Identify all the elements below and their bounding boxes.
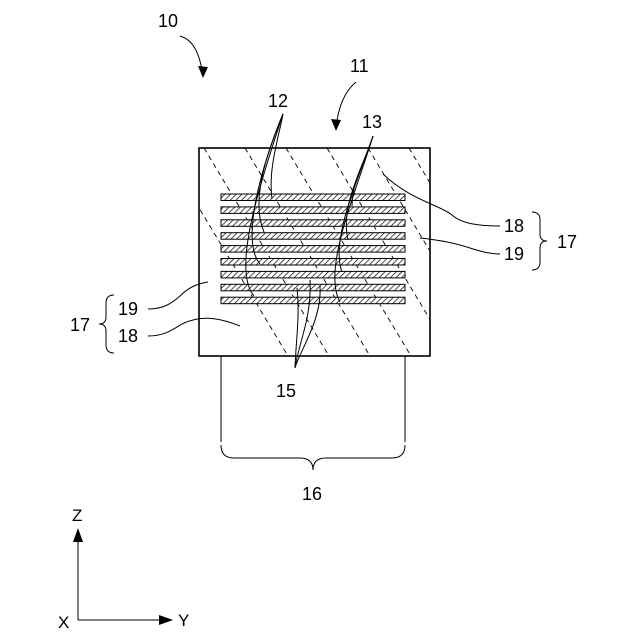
label-width: 16 (302, 484, 322, 504)
leader-lines-12 (246, 114, 283, 296)
leader-lines-15 (295, 280, 320, 368)
z-axis-arrowhead (73, 528, 83, 542)
leader-19-right (420, 238, 500, 254)
device-leader-arrow (180, 36, 203, 76)
leader-18-left (148, 318, 240, 336)
label-gaps: 15 (276, 381, 296, 401)
electrode-strip (221, 297, 405, 304)
label-second-electrodes: 13 (362, 112, 382, 132)
label-17-left: 17 (70, 315, 90, 335)
electrode-strip (221, 194, 405, 201)
label-19-right: 19 (504, 244, 524, 264)
electrode-strip (221, 207, 405, 214)
width-brace (221, 445, 405, 470)
brace-17-right (532, 212, 547, 270)
label-17-right: 17 (557, 232, 577, 252)
element-arrowhead (331, 119, 341, 131)
label-device: 10 (158, 11, 178, 31)
y-axis-arrowhead (159, 615, 173, 625)
axis-label-y: Y (178, 611, 189, 630)
label-element: 11 (350, 56, 369, 76)
electrode-strip (221, 271, 405, 278)
electrode-strip (221, 246, 405, 253)
axis-label-x: X (58, 613, 69, 632)
label-18-left: 18 (118, 326, 138, 346)
label-first-electrodes: 12 (268, 91, 288, 111)
electrode-strip (221, 220, 405, 227)
label-18-right: 18 (504, 216, 524, 236)
label-19-left: 19 (118, 299, 138, 319)
axis-label-z: Z (72, 506, 82, 525)
electrode-strip (221, 259, 405, 266)
brace-17-left (99, 295, 114, 353)
device-arrowhead (198, 66, 208, 78)
